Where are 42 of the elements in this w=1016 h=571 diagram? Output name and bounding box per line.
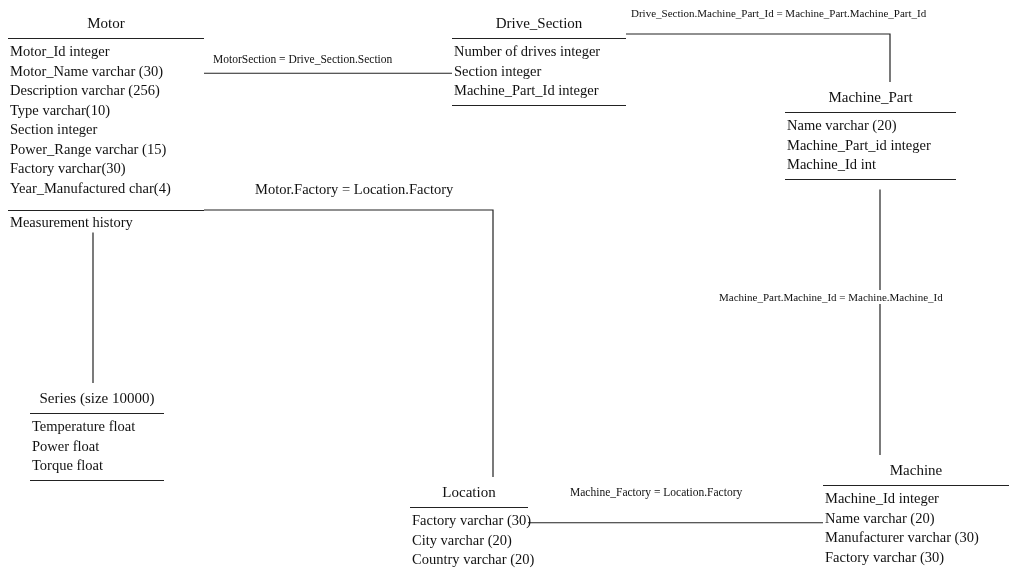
connector-line — [203, 209, 494, 478]
table-name: Motor — [86, 14, 126, 33]
attribute-text: Temperature float — [31, 417, 136, 436]
attribute-text: Power float — [31, 436, 100, 456]
edge-label: Machine_Factory = Location.Factory — [569, 485, 744, 499]
connector-line — [92, 231, 94, 384]
attribute-text: Section integer — [9, 120, 98, 139]
attribute-text: Power_Range varchar (15) — [9, 139, 167, 159]
attribute-text: Motor_Id integer — [9, 42, 110, 61]
attribute-text: Factory varchar (30) — [824, 547, 945, 567]
attribute-text: Torque float — [31, 456, 104, 475]
table-name: Series (size 10000) — [38, 389, 156, 408]
attribute-text: Machine_Part_id integer — [786, 135, 931, 155]
attribute-text: Section integer — [453, 61, 542, 81]
attribute-text: Machine_Part_Id integer — [453, 81, 599, 100]
connector-line — [625, 33, 891, 83]
attribute-text: Machine_Id int — [786, 155, 876, 174]
attribute-text: Name varchar (20) — [786, 116, 897, 135]
table-name: Drive_Section — [494, 14, 584, 33]
attribute-text: Factory varchar (30) — [411, 511, 532, 530]
attribute-text: Number of drives integer — [453, 42, 601, 61]
attribute-text: Year_Manufactured char(4) — [9, 178, 171, 198]
edge-label: Machine_Part.Machine_Id = Machine.Machine_Id — [718, 290, 944, 304]
edge-label: Motor.Factory = Location.Factory — [254, 182, 455, 196]
attribute-text: Measurement history — [9, 213, 133, 232]
connector-line — [527, 522, 824, 524]
attribute-text: Machine_Id integer — [824, 489, 939, 508]
connector-line — [879, 188, 881, 456]
table-name: Location — [441, 483, 497, 502]
attribute-text: Manufacturer varchar (30) — [824, 528, 979, 547]
attribute-text: Country varchar (20) — [411, 550, 535, 569]
attribute-text: Name varchar (20) — [824, 508, 935, 528]
attribute-text: Factory varchar(30) — [9, 159, 126, 178]
table-name: Machine — [888, 461, 944, 480]
attribute-text: City varchar (20) — [411, 530, 512, 550]
attribute-text: Description varchar (256) — [9, 81, 160, 100]
table-name: Machine_Part — [827, 88, 914, 107]
attribute-text: Type varchar(10) — [9, 100, 111, 120]
attribute-text: Motor_Name varchar (30) — [9, 61, 163, 81]
table-compartment — [8, 210, 204, 233]
edge-label: MotorSection = Drive_Section.Section — [212, 52, 394, 66]
connector-line — [203, 72, 453, 74]
